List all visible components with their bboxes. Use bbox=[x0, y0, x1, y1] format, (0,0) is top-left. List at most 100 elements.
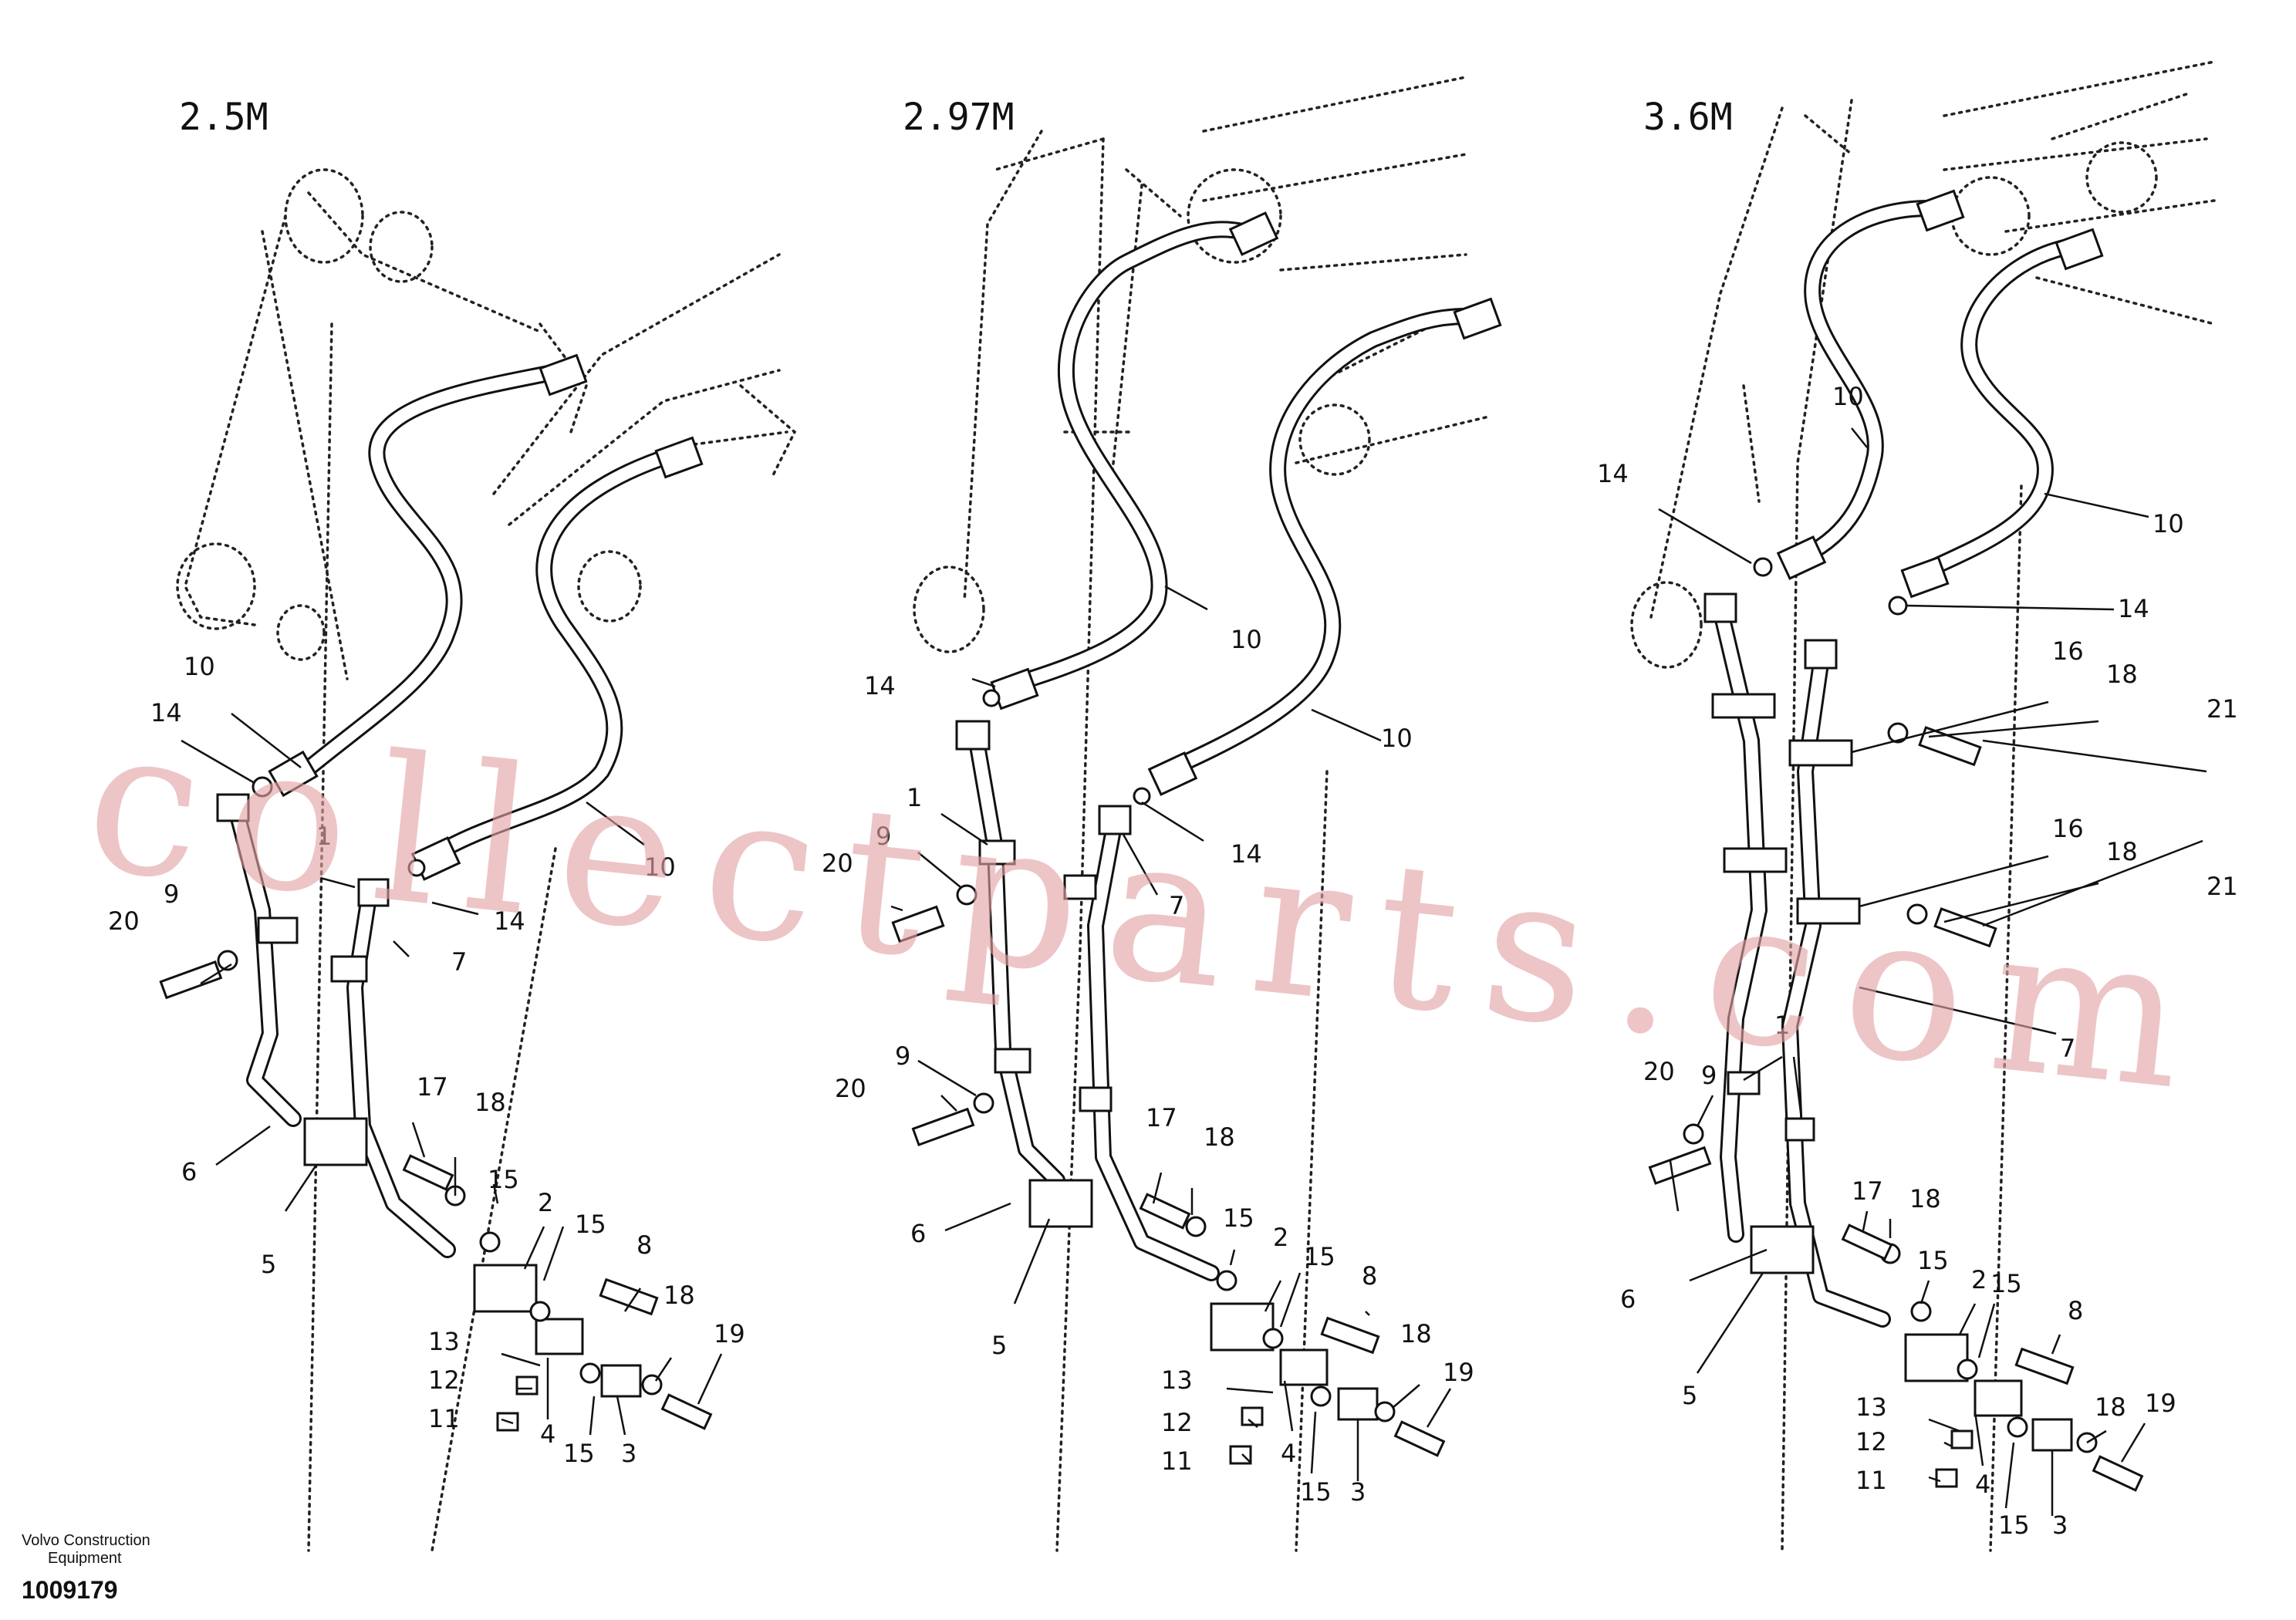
elbow bbox=[1703, 592, 1737, 623]
callouts-2-97m: 10 14 10 14 1 7 9 20 9 20 6 5 17 18 15 2… bbox=[822, 625, 1474, 1507]
callout-label: 1 bbox=[316, 822, 332, 851]
callout-label: 15 bbox=[1300, 1477, 1332, 1507]
o-ring bbox=[529, 1301, 551, 1322]
plate-4 bbox=[535, 1318, 584, 1355]
o-ring bbox=[1216, 1270, 1237, 1291]
callout-label: 14 bbox=[2118, 594, 2149, 623]
callout-label: 12 bbox=[428, 1365, 460, 1395]
callout-label: 3 bbox=[621, 1439, 636, 1468]
callout-label: 4 bbox=[1281, 1439, 1296, 1468]
hose-fitting bbox=[1916, 189, 1965, 232]
clamp-16 bbox=[1796, 897, 1861, 925]
section-title-2-97m: 2.97M bbox=[903, 96, 1015, 139]
callout-label: 10 bbox=[2152, 509, 2184, 538]
brand-name-line2: Equipment bbox=[48, 1550, 122, 1567]
callout-label: 18 bbox=[2095, 1392, 2126, 1422]
callout-label: 20 bbox=[835, 1074, 866, 1103]
hose-fitting bbox=[1147, 751, 1198, 796]
callout-label: 10 bbox=[1832, 382, 1864, 411]
callout-label: 14 bbox=[864, 671, 896, 700]
callout-label: 6 bbox=[181, 1157, 197, 1186]
valve-block-5 bbox=[303, 1117, 368, 1166]
valve-block-2 bbox=[1904, 1333, 1969, 1382]
callout-label: 17 bbox=[1146, 1103, 1177, 1132]
bolt-17 bbox=[1841, 1223, 1893, 1261]
bolt-20 bbox=[159, 960, 223, 1000]
callout-label: 1 bbox=[1774, 1011, 1790, 1040]
assembly-2-5m bbox=[159, 168, 797, 1552]
brand-name: Volvo Construction bbox=[22, 1532, 150, 1549]
washer bbox=[973, 1092, 994, 1114]
boom-outline bbox=[913, 76, 1491, 1552]
bolt-19 bbox=[1393, 1420, 1446, 1457]
hose-10-lower bbox=[424, 447, 680, 865]
clamp bbox=[978, 839, 1016, 866]
fitting-12 bbox=[1950, 1429, 1974, 1450]
callout-label: 8 bbox=[636, 1230, 652, 1260]
clamp bbox=[1063, 874, 1097, 900]
callout-label: 11 bbox=[1161, 1446, 1193, 1476]
clamp bbox=[1784, 1117, 1815, 1142]
hose-10-lower bbox=[1909, 238, 2076, 583]
callout-label: 18 bbox=[474, 1088, 506, 1117]
o-ring bbox=[1753, 557, 1773, 577]
callout-label: 20 bbox=[108, 906, 140, 936]
bolt-17 bbox=[1139, 1193, 1191, 1230]
hose-10-lower bbox=[1156, 308, 1474, 780]
o-ring bbox=[1262, 1328, 1284, 1349]
callout-label: 16 bbox=[2052, 636, 2084, 666]
callout-label: 17 bbox=[1852, 1176, 1883, 1206]
callout-label: 20 bbox=[1643, 1057, 1675, 1086]
o-ring bbox=[1310, 1385, 1332, 1407]
assembly-3-6m bbox=[1630, 60, 2216, 1552]
fitting-11 bbox=[1229, 1445, 1252, 1465]
callout-label: 10 bbox=[1231, 625, 1262, 654]
o-ring bbox=[407, 859, 426, 877]
o-ring bbox=[479, 1231, 501, 1253]
valve-block-5 bbox=[1750, 1225, 1815, 1274]
callout-label: 18 bbox=[2106, 660, 2138, 689]
callout-label: 7 bbox=[2060, 1034, 2075, 1063]
callout-label: 4 bbox=[540, 1419, 555, 1449]
bolt-20 bbox=[911, 1107, 975, 1146]
block-3 bbox=[1337, 1387, 1379, 1421]
o-ring bbox=[1910, 1301, 1932, 1322]
callout-label: 15 bbox=[1304, 1242, 1335, 1271]
hose-fitting bbox=[539, 353, 588, 397]
callout-label: 4 bbox=[1975, 1470, 1990, 1499]
callout-label: 17 bbox=[417, 1072, 448, 1102]
callout-label: 18 bbox=[2106, 837, 2138, 866]
callout-label: 9 bbox=[876, 822, 891, 851]
hose-fitting bbox=[1453, 297, 1502, 340]
bolt-21 bbox=[1933, 907, 1997, 948]
callout-label: 18 bbox=[1204, 1122, 1235, 1152]
callout-label: 14 bbox=[1231, 839, 1262, 869]
o-ring bbox=[252, 776, 273, 798]
fitting-12 bbox=[1241, 1406, 1264, 1426]
callout-label: 2 bbox=[1971, 1265, 1987, 1294]
block-3 bbox=[600, 1364, 642, 1398]
callout-label: 21 bbox=[2207, 694, 2238, 724]
hose-10-upper bbox=[1797, 200, 1937, 564]
callout-label: 6 bbox=[910, 1219, 926, 1248]
o-ring bbox=[1133, 787, 1151, 805]
callout-label: 3 bbox=[1350, 1477, 1366, 1507]
elbow bbox=[955, 720, 991, 751]
tube-1 bbox=[1712, 601, 1768, 1243]
washer bbox=[956, 884, 977, 906]
callout-label: 19 bbox=[714, 1319, 745, 1348]
tube-7 bbox=[1781, 655, 1891, 1328]
plate-4 bbox=[1974, 1379, 2023, 1417]
callout-label: 5 bbox=[991, 1331, 1007, 1360]
o-ring bbox=[1888, 596, 1908, 616]
callout-label: 2 bbox=[538, 1188, 553, 1217]
section-title-2-5m: 2.5M bbox=[179, 96, 268, 139]
bolt-20 bbox=[1648, 1146, 1712, 1185]
callout-label: 19 bbox=[1443, 1358, 1474, 1387]
callout-label: 7 bbox=[1169, 891, 1184, 920]
tube-6 bbox=[227, 798, 302, 1127]
callout-label: 9 bbox=[895, 1041, 910, 1071]
callout-label: 12 bbox=[1855, 1427, 1887, 1456]
document-number: 1009179 bbox=[22, 1576, 118, 1604]
